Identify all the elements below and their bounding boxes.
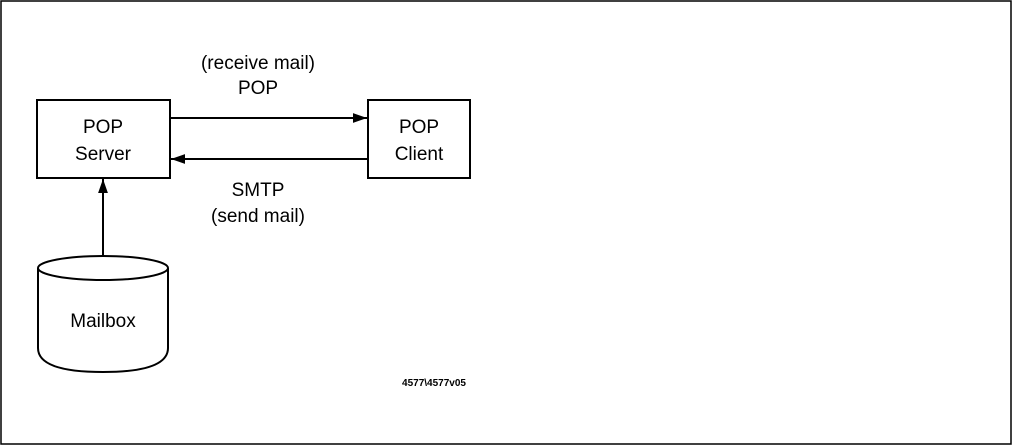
pop-client-node: POP Client [367,99,471,179]
pop-client-label-line2: Client [395,144,444,165]
pop-server-label-line1: POP [83,117,123,138]
mailbox-node: Mailbox [37,255,169,374]
pop-server-box [36,99,171,179]
send-mail-label: (send mail) [211,206,305,227]
pop-client-label-line1: POP [399,117,439,138]
figure-code: 4577\4577v05 [402,378,466,389]
pop-protocol-label: POP [238,78,278,99]
smtp-protocol-label: SMTP [232,180,285,201]
mailbox-label: Mailbox [70,311,136,332]
mailbox-cylinder-top [37,255,169,281]
receive-mail-label: (receive mail) [201,53,315,74]
mailbox-cylinder-body [37,268,169,374]
pop-server-label-line2: Server [75,144,132,165]
pop-client-box [367,99,471,179]
pop-server-node: POP Server [36,99,171,179]
